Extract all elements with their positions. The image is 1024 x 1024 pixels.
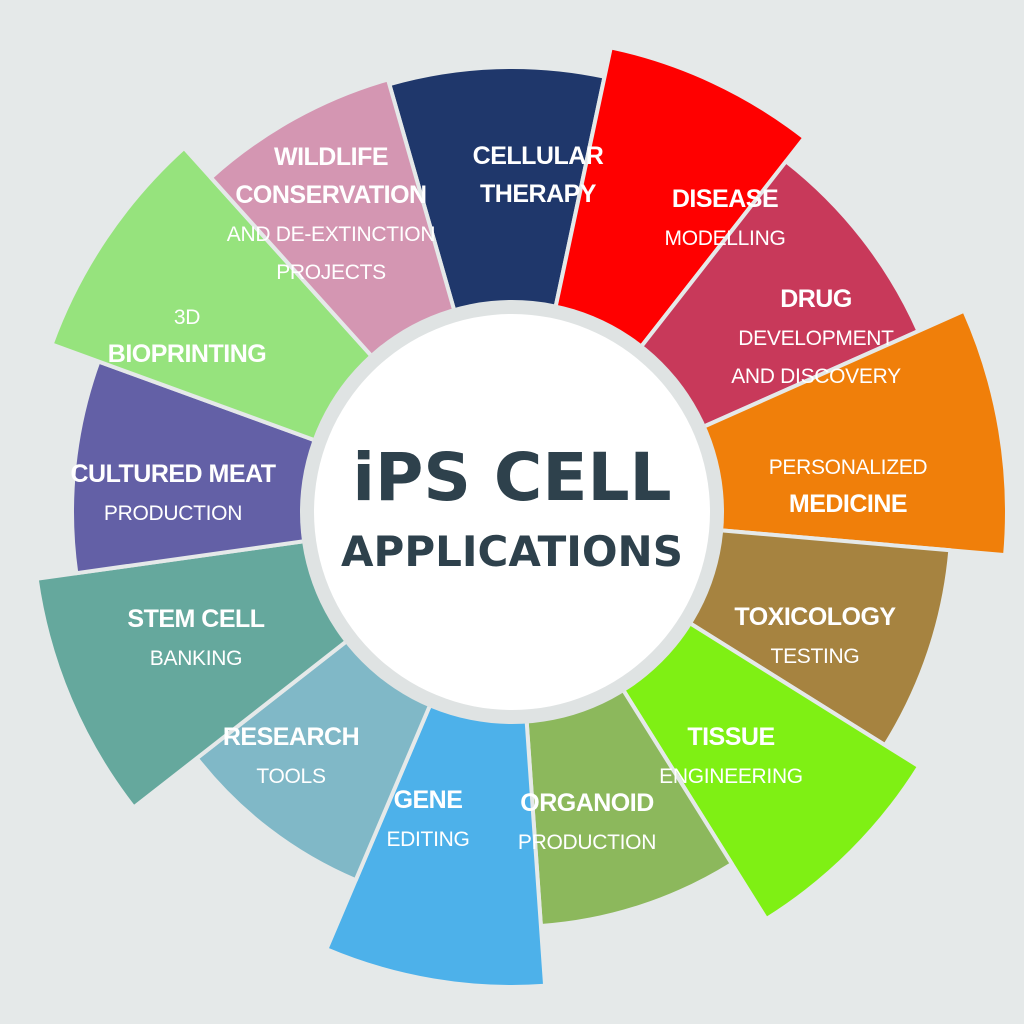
segment-3d-bioprinting <box>49 145 414 463</box>
segment-label-line: PRODUCTION <box>104 502 242 525</box>
segment-label-line: CULTURED MEAT <box>70 460 275 488</box>
segment-label-line: 3D <box>174 306 200 329</box>
segment-label-3d-bioprinting: 3D BIOPRINTING <box>108 306 267 368</box>
segment-label-tissue-engineering: TISSUE ENGINEERING <box>659 723 803 788</box>
segment-disease-modelling <box>541 45 807 396</box>
segment-label-research-tools: RESEARCH TOOLS <box>223 723 360 788</box>
segment-label-line: TISSUE <box>687 723 774 751</box>
segment-tissue-engineering <box>589 589 922 922</box>
segment-label-organoid-production: ORGANOID PRODUCTION <box>518 789 656 854</box>
segment-label-line: MODELLING <box>665 227 786 250</box>
segment-label-line: CELLULAR <box>473 142 604 170</box>
segment-label-line: CONSERVATION <box>235 181 426 209</box>
segment-label-line: ENGINEERING <box>659 765 803 788</box>
segment-personalized-medicine <box>647 308 1009 558</box>
segment-label-line: AND DISCOVERY <box>731 365 901 388</box>
segment-wildlife-conservation <box>208 77 473 403</box>
center-title-line1: iPS CELL <box>352 439 671 516</box>
segment-label-line: THERAPY <box>480 180 597 208</box>
segment-label-line: DRUG <box>780 285 852 313</box>
segment-label-gene-editing: GENE EDITING <box>386 786 469 851</box>
segment-label-disease-modelling: DISEASE MODELLING <box>665 185 786 250</box>
segment-label-cultured-meat-production: CULTURED MEAT PRODUCTION <box>70 460 276 525</box>
segment-label-toxicology-testing: TOXICOLOGY TESTING <box>734 603 897 668</box>
segment-label-line: BIOPRINTING <box>108 340 266 368</box>
segment-label-line: PROJECTS <box>276 261 386 284</box>
segment-label-wildlife-conservation: WILDLIFE CONSERVATION AND DE-EXTINCTION PRO… <box>227 143 436 284</box>
segment-label-line: ORGANOID <box>520 789 654 817</box>
segment-stem-cell-banking <box>34 530 396 810</box>
segment-label-line: WILDLIFE <box>274 143 388 171</box>
segment-label-line: RESEARCH <box>223 723 359 751</box>
segment-label-line: AND DE-EXTINCTION <box>227 223 435 246</box>
center-hub: iPS CELL APPLICATIONS <box>300 300 724 724</box>
segment-label-line: STEM CELL <box>127 605 264 633</box>
segment-label-line: PRODUCTION <box>518 831 656 854</box>
segment-label-line: PERSONALIZED <box>769 456 928 479</box>
segment-label-stem-cell-banking: STEM CELL BANKING <box>127 605 265 670</box>
segment-label-drug-development: DRUG DEVELOPMENT AND DISCOVERY <box>731 285 901 388</box>
segment-label-line: DISEASE <box>672 185 778 213</box>
center-circle-inner <box>314 314 710 710</box>
segment-label-line: BANKING <box>150 647 242 670</box>
segment-label-line: DEVELOPMENT <box>738 327 894 350</box>
segment-label-line: EDITING <box>386 828 469 851</box>
segment-gene-editing <box>324 648 548 989</box>
segment-label-cellular-therapy: CELLULAR THERAPY <box>473 142 605 208</box>
segment-label-line: TOXICOLOGY <box>734 603 896 631</box>
segment-label-line: TOOLS <box>256 765 326 788</box>
center-title-line2: APPLICATIONS <box>341 527 683 576</box>
segment-label-line: GENE <box>394 786 463 814</box>
segment-label-personalized-medicine: PERSONALIZED MEDICINE <box>769 456 928 518</box>
segment-label-line: TESTING <box>771 645 860 668</box>
segment-label-line: MEDICINE <box>789 490 907 518</box>
